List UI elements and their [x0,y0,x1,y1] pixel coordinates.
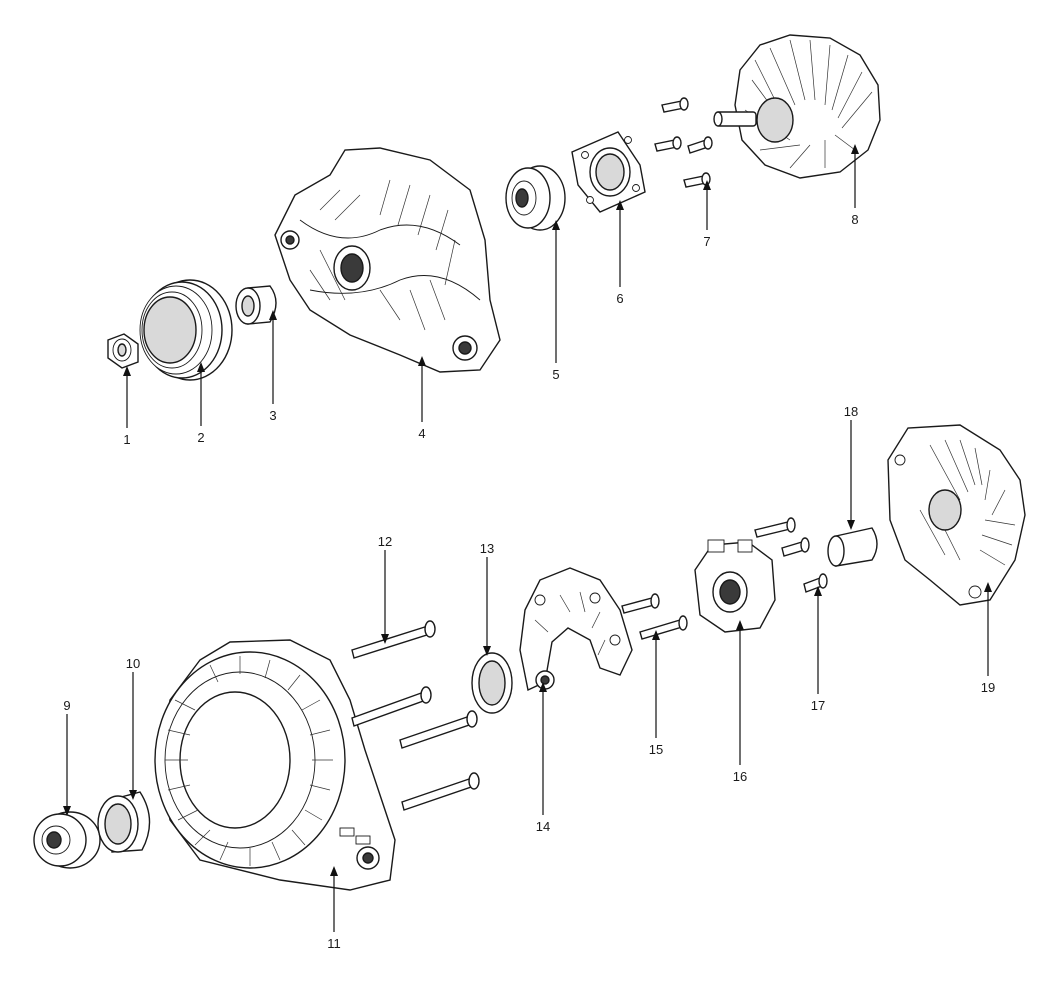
part-6-bearing-retainer [571,131,646,213]
part-11-stator-rear-bracket [154,639,396,891]
callout-16: 16 [733,769,747,784]
callout-10: 10 [126,656,140,671]
callout-17: 17 [811,698,825,713]
callout-4: 4 [418,426,425,441]
part-17-screws [754,517,828,593]
callout-11: 11 [327,936,341,951]
callout-15: 15 [649,742,663,757]
part-12-through-bolts [351,620,480,811]
callout-12: 12 [378,534,392,549]
part-4-front-bracket [274,147,501,373]
callout-18: 18 [844,404,858,419]
callout-14: 14 [536,819,550,834]
part-5-front-bearing [505,165,566,231]
part-13-seal-ring [471,652,513,714]
part-2-pulley [139,279,233,381]
part-3-spacer [235,285,277,325]
callout-7: 7 [703,234,710,249]
callout-labels: 1 2 3 4 5 6 7 8 9 10 11 12 13 14 15 16 1… [63,212,995,951]
leader-lines [63,144,992,932]
part-16-brush-holder [694,539,776,633]
part-15-screws [621,593,688,640]
part-19-rear-cover [887,424,1026,606]
part-9-rear-bearing [33,811,101,869]
part-10-bearing-cover [97,791,151,853]
callout-13: 13 [480,541,494,556]
callout-8: 8 [851,212,858,227]
callout-9: 9 [63,698,70,713]
part-1-pulley-nut [107,333,139,369]
callout-19: 19 [981,680,995,695]
callout-1: 1 [123,432,130,447]
part-8-rotor [713,34,881,179]
callout-2: 2 [197,430,204,445]
part-14-rectifier [519,567,633,692]
part-7-screws [654,97,713,188]
callout-3: 3 [269,408,276,423]
callout-5: 5 [552,367,559,382]
callout-6: 6 [616,291,623,306]
part-18-cap [827,527,878,567]
